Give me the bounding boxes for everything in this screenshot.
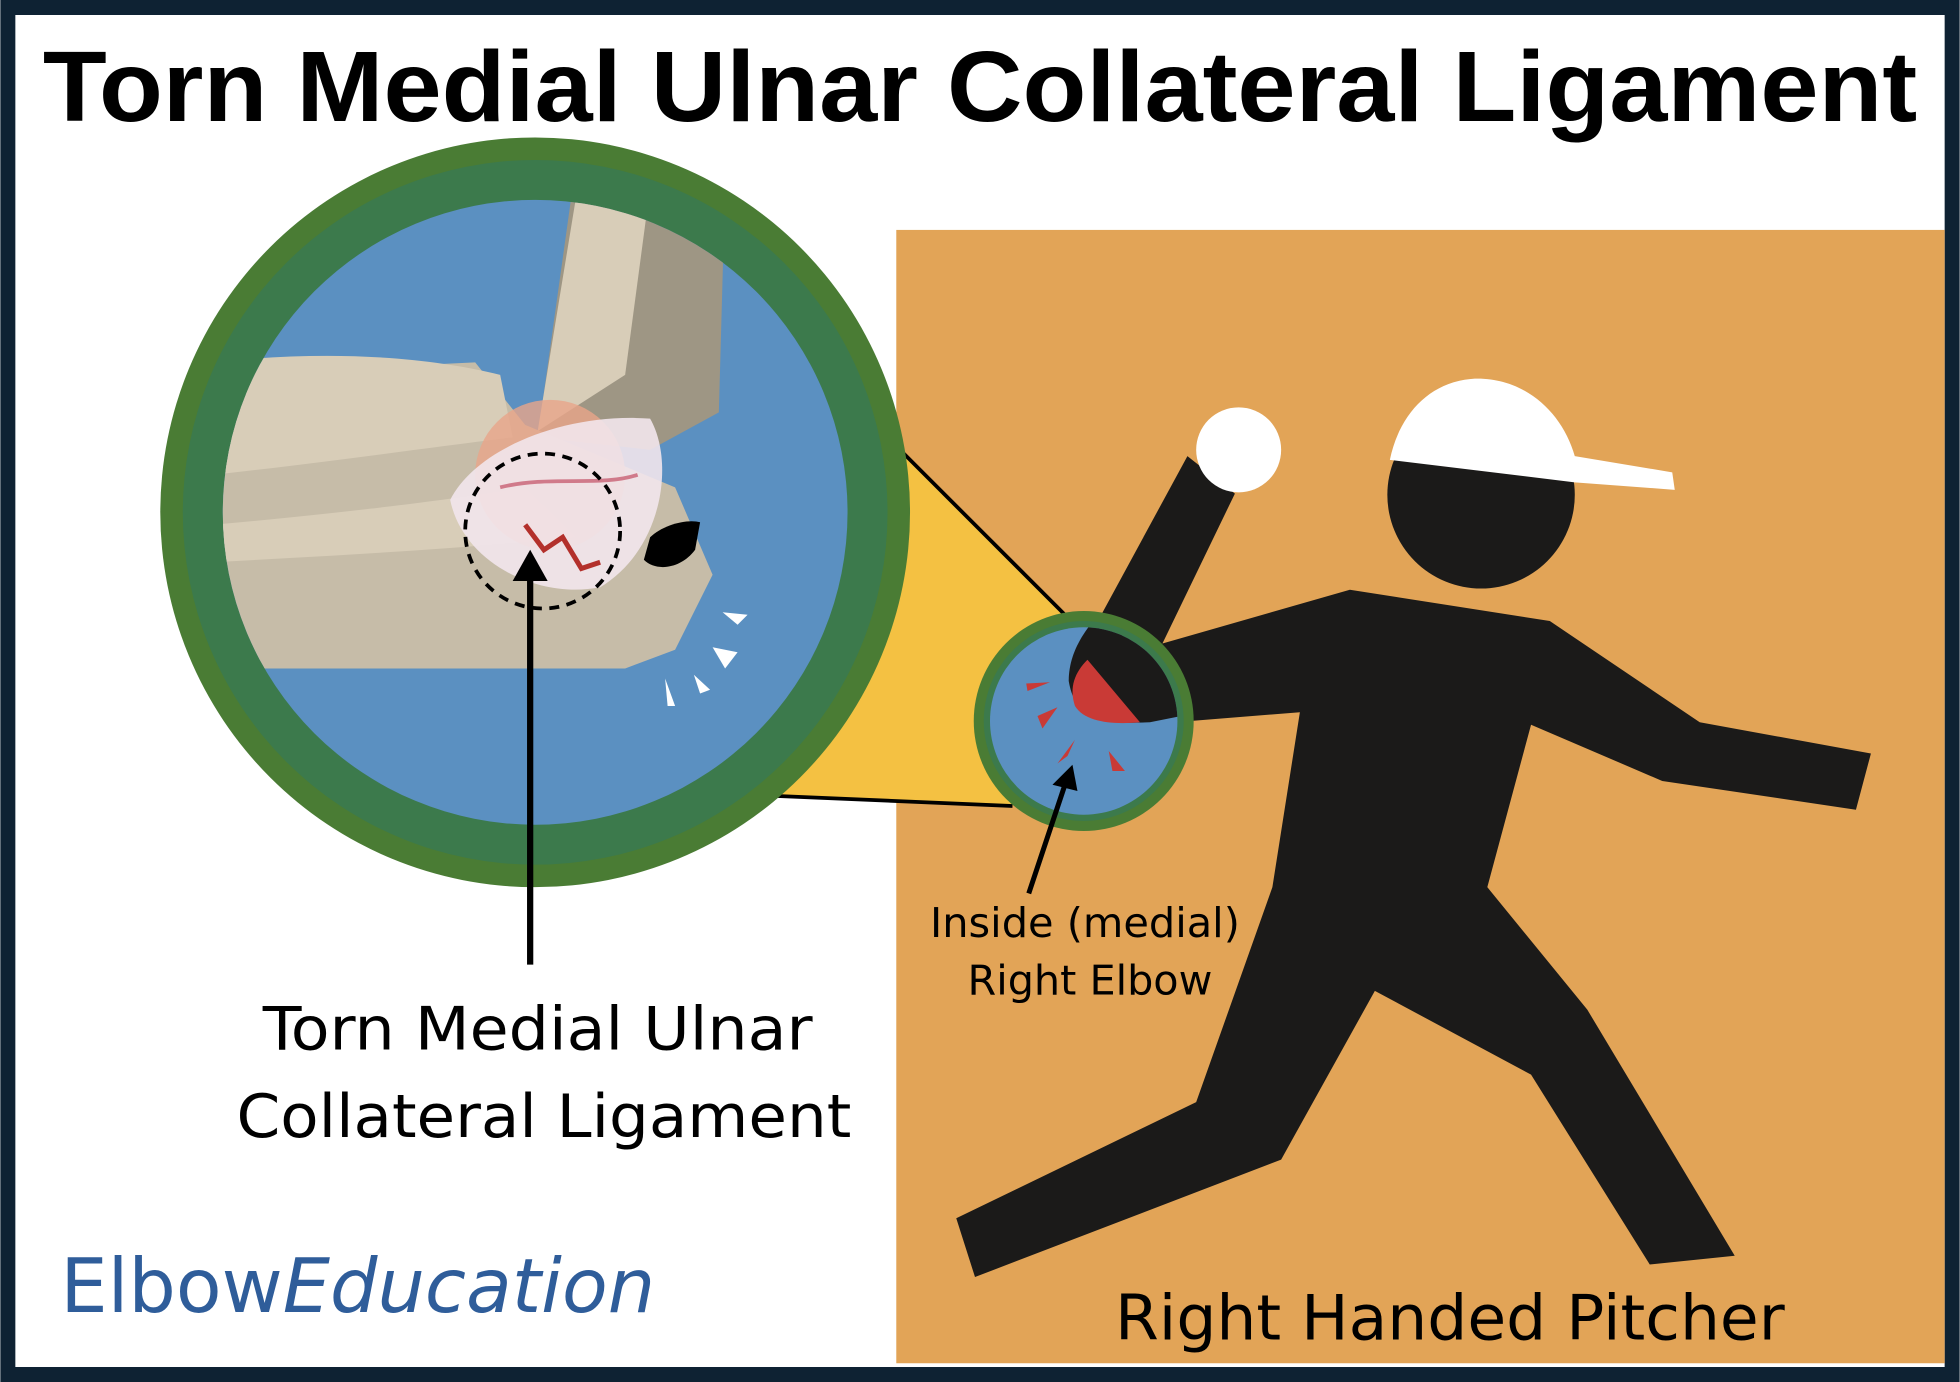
cap xyxy=(1389,378,1675,490)
brand-part1: Elbow xyxy=(60,1242,282,1330)
pitcher-figure xyxy=(956,378,1871,1278)
magnified-elbow xyxy=(160,137,911,888)
page-title: Torn Medial Ulnar Collateral Ligament xyxy=(43,32,1917,143)
elbow-arrow xyxy=(1026,764,1078,895)
elbow-highlight xyxy=(973,611,1194,831)
elbow-label-line2: Right Elbow xyxy=(968,957,1213,1005)
ligament-label-line2: Collateral Ligament xyxy=(237,1082,852,1152)
pain-mark xyxy=(1026,682,1050,691)
tear-focus-circle xyxy=(463,451,623,611)
ligament-label-line1: Torn Medial Ulnar xyxy=(262,995,813,1065)
elbow-label-line1: Inside (medial) xyxy=(930,899,1240,947)
cone-edge-bottom xyxy=(777,794,1013,808)
cone-edge-top xyxy=(901,451,1067,617)
pitcher-label: Right Handed Pitcher xyxy=(1115,1282,1785,1355)
ligament-arrow xyxy=(512,549,548,965)
brand-logo: ElbowEducation xyxy=(60,1242,655,1330)
brand-part2: Education xyxy=(283,1242,655,1330)
baseball xyxy=(1196,407,1282,493)
pain-mark xyxy=(1037,707,1058,729)
